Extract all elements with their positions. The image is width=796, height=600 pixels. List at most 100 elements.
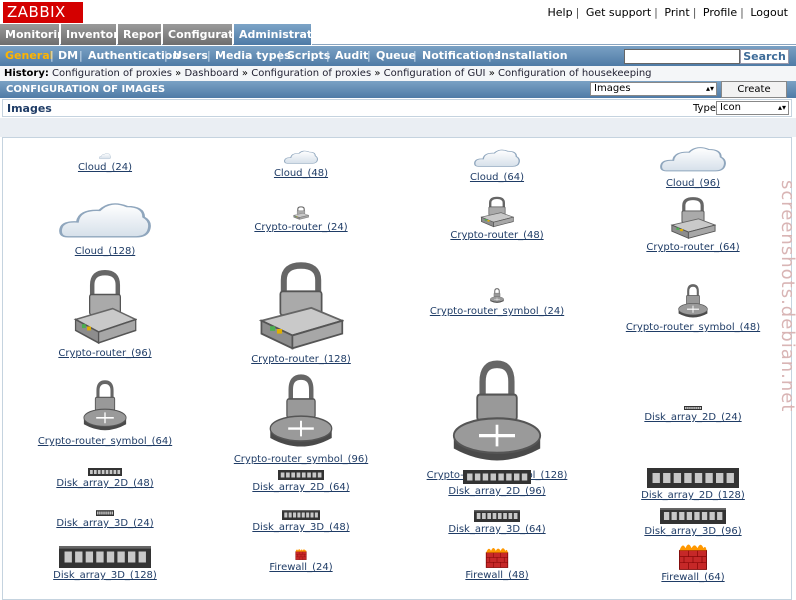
submenu-general[interactable]: General [5,49,54,62]
profile-link[interactable]: Profile [702,6,738,19]
firewall-icon[interactable] [678,542,708,570]
image-item[interactable]: Crypto-router_(64) [595,196,791,253]
submenu-audit[interactable]: Audit [335,49,369,62]
history-item[interactable]: Configuration of housekeeping [498,68,652,79]
disk-array-icon[interactable] [684,406,702,410]
disk-array-icon[interactable] [463,470,531,484]
disk-array-icon[interactable] [88,468,122,476]
image-item[interactable]: Crypto-router_symbol_(48) [595,284,791,333]
image-label[interactable]: Firewall_(24) [269,562,333,573]
image-item[interactable]: Cloud_(48) [203,148,399,179]
disk-array-icon[interactable] [59,546,151,568]
image-label[interactable]: Disk_array_3D_(64) [448,524,546,535]
image-item[interactable]: Disk_array_3D_(24) [7,510,203,529]
image-label[interactable]: Disk_array_2D_(48) [56,478,154,489]
history-item[interactable]: Configuration of proxies [251,68,372,79]
image-label[interactable]: Cloud_(64) [469,172,525,183]
image-label[interactable]: Crypto-router_(96) [58,348,152,359]
image-item[interactable]: Disk_array_3D_(48) [203,510,399,533]
router-icon[interactable] [480,196,514,228]
image-label[interactable]: Crypto-router_symbol_(24) [429,306,565,317]
image-label[interactable]: Disk_array_2D_(128) [641,490,745,501]
router-icon[interactable] [293,206,309,220]
image-label[interactable]: Crypto-router_(64) [646,242,740,253]
image-item[interactable]: Crypto-router_(96) [7,268,203,359]
image-label[interactable]: Firewall_(64) [661,572,725,583]
image-item[interactable]: Cloud_(128) [7,196,203,257]
router-icon[interactable] [670,196,716,240]
logout-link[interactable]: Logout [750,6,788,19]
disk-array-icon[interactable] [647,468,739,488]
print-link[interactable]: Print [664,6,690,19]
image-label[interactable]: Firewall_(48) [465,570,529,581]
disk-array-icon[interactable] [474,510,520,522]
image-label[interactable]: Disk_array_2D_(24) [644,412,742,423]
disk-array-icon[interactable] [96,510,114,516]
image-item[interactable]: Disk_array_2D_(128) [595,468,791,501]
image-label[interactable]: Disk_array_2D_(96) [448,486,546,497]
search-input[interactable] [624,49,740,64]
get-support-link[interactable]: Get support [585,6,652,19]
help-link[interactable]: Help [547,6,573,19]
submenu-media-types[interactable]: Media types [215,49,291,62]
config-select[interactable]: Images ▴▾ [590,82,717,96]
firewall-icon[interactable] [485,546,509,568]
history-item[interactable]: Configuration of GUI [383,68,486,79]
cloud-icon[interactable] [660,142,726,176]
image-item[interactable]: Firewall_(48) [399,546,595,581]
image-item[interactable]: Firewall_(64) [595,542,791,583]
image-label[interactable]: Cloud_(48) [273,168,329,179]
image-item[interactable]: Disk_array_2D_(96) [399,470,595,497]
image-label[interactable]: Crypto-router_(128) [251,354,351,365]
submenu-installation[interactable]: Installation [497,49,568,62]
image-item[interactable]: Crypto-router_symbol_(128) [399,360,595,481]
cloud-icon[interactable] [59,196,151,244]
submenu-queue[interactable]: Queue [376,49,416,62]
image-label[interactable]: Crypto-router_symbol_(64) [37,436,173,447]
type-select[interactable]: Icon ▴▾ [716,101,789,115]
tab-administration[interactable]: Administration [234,24,331,45]
image-label[interactable]: Cloud_(24) [77,162,133,173]
tab-monitoring[interactable]: Monitoring [0,24,73,45]
image-item[interactable]: Firewall_(24) [203,548,399,573]
router-icon[interactable] [490,288,504,304]
submenu-notifications[interactable]: Notifications [422,49,501,62]
history-item[interactable]: Configuration of proxies [52,68,172,79]
submenu-scripts[interactable]: Scripts [287,49,331,62]
image-label[interactable]: Disk_array_3D_(48) [252,522,350,533]
image-item[interactable]: Crypto-router_(128) [203,260,399,365]
tab-configuration[interactable]: Configuration [163,24,253,45]
image-item[interactable]: Disk_array_3D_(96) [595,508,791,537]
router-icon[interactable] [269,374,333,452]
history-item[interactable]: Dashboard [184,68,239,79]
image-item[interactable]: Disk_array_2D_(48) [7,468,203,489]
image-label[interactable]: Disk_array_2D_(64) [252,482,350,493]
cloud-icon[interactable] [474,146,520,170]
disk-array-icon[interactable] [282,510,320,520]
image-item[interactable]: Cloud_(96) [595,142,791,189]
image-label[interactable]: Cloud_(128) [74,246,136,257]
cloud-icon[interactable] [99,152,111,160]
image-item[interactable]: Crypto-router_(48) [399,196,595,241]
image-item[interactable]: Disk_array_2D_(24) [595,406,791,423]
tab-inventory[interactable]: Inventory [61,24,126,45]
disk-array-icon[interactable] [278,470,324,480]
image-item[interactable]: Cloud_(64) [399,146,595,183]
image-item[interactable]: Crypto-router_symbol_(96) [203,374,399,465]
image-item[interactable]: Crypto-router_symbol_(24) [399,288,595,317]
image-item[interactable]: Crypto-router_symbol_(64) [7,380,203,447]
create-image-button[interactable]: Create image [721,81,787,110]
tab-reports[interactable]: Reports [118,24,172,45]
router-icon[interactable] [73,268,137,346]
image-item[interactable]: Disk_array_3D_(128) [7,546,203,581]
image-item[interactable]: Cloud_(24) [7,152,203,173]
image-label[interactable]: Cloud_(96) [665,178,721,189]
submenu-dm[interactable]: DM [58,49,79,62]
router-icon[interactable] [83,380,127,434]
image-item[interactable]: Disk_array_2D_(64) [203,470,399,493]
router-icon[interactable] [258,260,344,352]
submenu-authentication[interactable]: Authentication [88,49,181,62]
image-item[interactable]: Disk_array_3D_(64) [399,510,595,535]
submenu-users[interactable]: Users [173,49,208,62]
image-label[interactable]: Disk_array_3D_(128) [53,570,157,581]
